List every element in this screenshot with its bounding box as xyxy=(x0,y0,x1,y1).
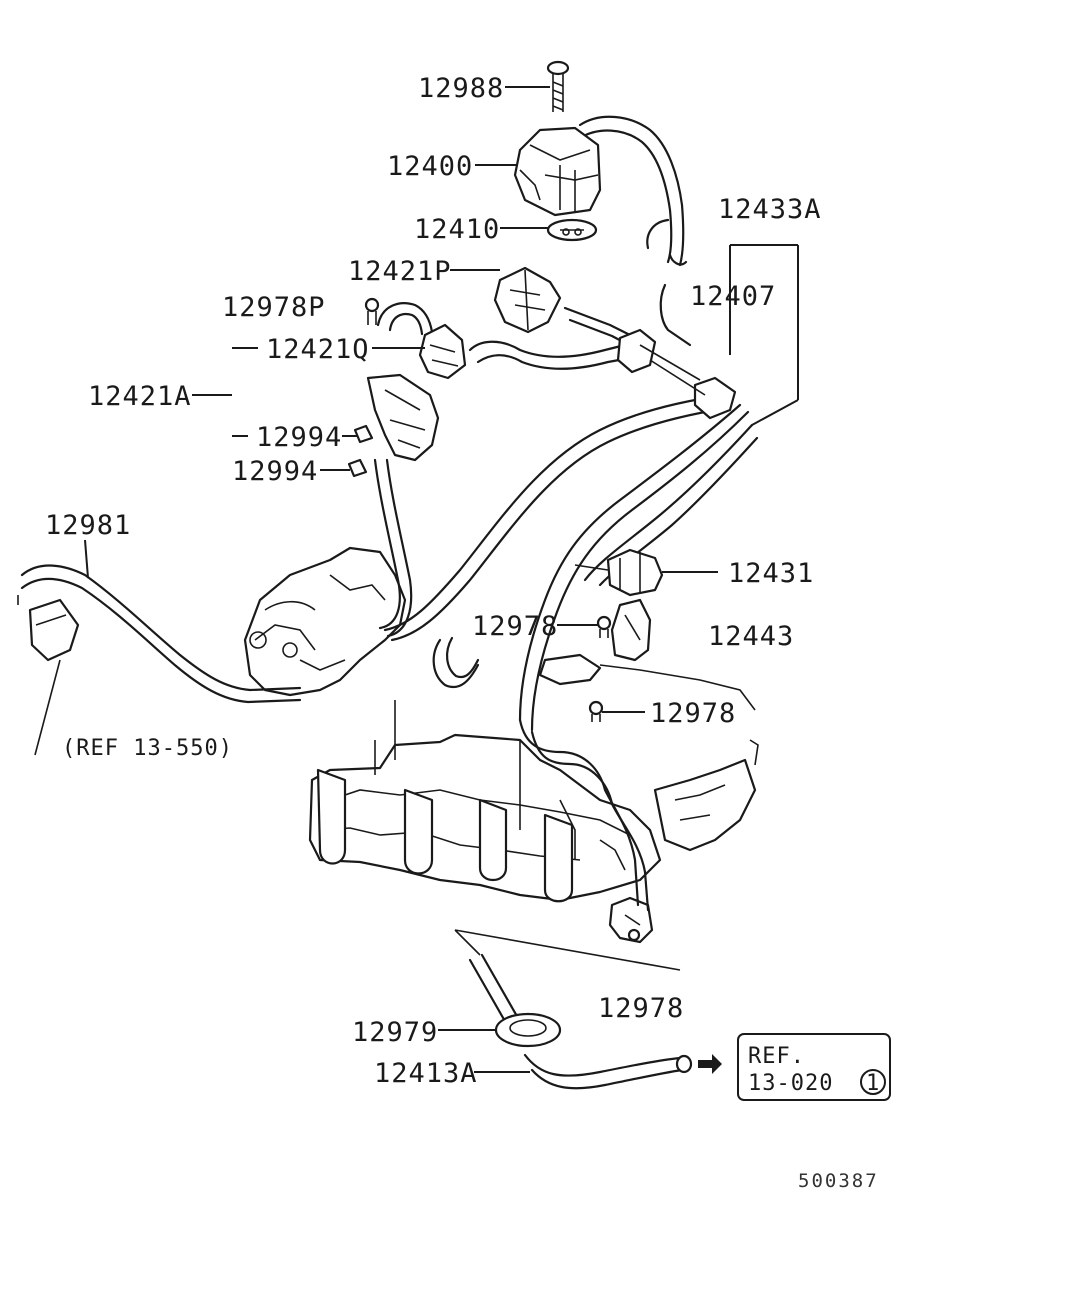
intake-manifold-drawing xyxy=(243,546,759,944)
components xyxy=(347,60,756,1074)
clip-12994-lower xyxy=(347,458,368,478)
label-12400: 12400 xyxy=(387,151,473,182)
valve-12421P xyxy=(493,266,562,334)
label-12978-c: 12978 xyxy=(598,993,684,1024)
ref-box-line2: 13-020 xyxy=(748,1071,833,1096)
label-12407: 12407 xyxy=(690,281,776,312)
label-12421Q: 12421Q xyxy=(266,334,370,365)
label-12421P: 12421P xyxy=(348,256,452,287)
ref-13-550: (REF 13-550) xyxy=(62,736,233,761)
bracket-12443 xyxy=(538,598,756,711)
label-12433A: 12433A xyxy=(718,194,822,225)
grommet-12979 xyxy=(494,1012,562,1048)
label-12978-a: 12978 xyxy=(472,611,558,642)
diagram-code: 500387 xyxy=(798,1170,879,1192)
leader-lines xyxy=(84,86,799,1073)
part-labels: 12988 12400 12410 12433A 12421P 12407 12… xyxy=(45,73,880,1192)
label-12431: 12431 xyxy=(728,558,814,589)
label-12994-upper: 12994 xyxy=(256,422,342,453)
bracket-12421A xyxy=(366,373,440,462)
sensor-12431 xyxy=(574,548,664,597)
ref-box-circle-number: 1 xyxy=(866,1071,880,1096)
label-12443: 12443 xyxy=(708,621,794,652)
bolt-12978P xyxy=(364,297,380,325)
label-12413A: 12413A xyxy=(374,1058,478,1089)
filter-12410 xyxy=(546,218,598,242)
bolt-12978-c xyxy=(627,928,641,942)
bolt-12978-a xyxy=(596,615,612,638)
bolt-12988 xyxy=(546,60,570,112)
vacuum-hoses xyxy=(17,115,759,1090)
label-12978-b: 12978 xyxy=(650,698,736,729)
ref-circle xyxy=(860,1069,886,1095)
label-12981: 12981 xyxy=(45,510,131,541)
ref-box xyxy=(737,1033,891,1101)
hose-end-12413A xyxy=(675,1054,693,1074)
label-12994-lower: 12994 xyxy=(232,456,318,487)
clip-12994-upper xyxy=(353,424,374,444)
arrow-icon xyxy=(698,1054,722,1074)
valve-12421Q xyxy=(418,323,467,380)
solenoid-valve-12400 xyxy=(513,126,602,217)
label-12978P: 12978P xyxy=(222,292,326,323)
label-12988: 12988 xyxy=(418,73,504,104)
label-12421A: 12421A xyxy=(88,381,192,412)
label-12410: 12410 xyxy=(414,214,500,245)
label-12979: 12979 xyxy=(352,1017,438,1048)
ref-box-line1: REF. xyxy=(748,1044,805,1069)
clamp-12407 xyxy=(616,328,737,420)
bolt-12978-b xyxy=(588,700,604,722)
